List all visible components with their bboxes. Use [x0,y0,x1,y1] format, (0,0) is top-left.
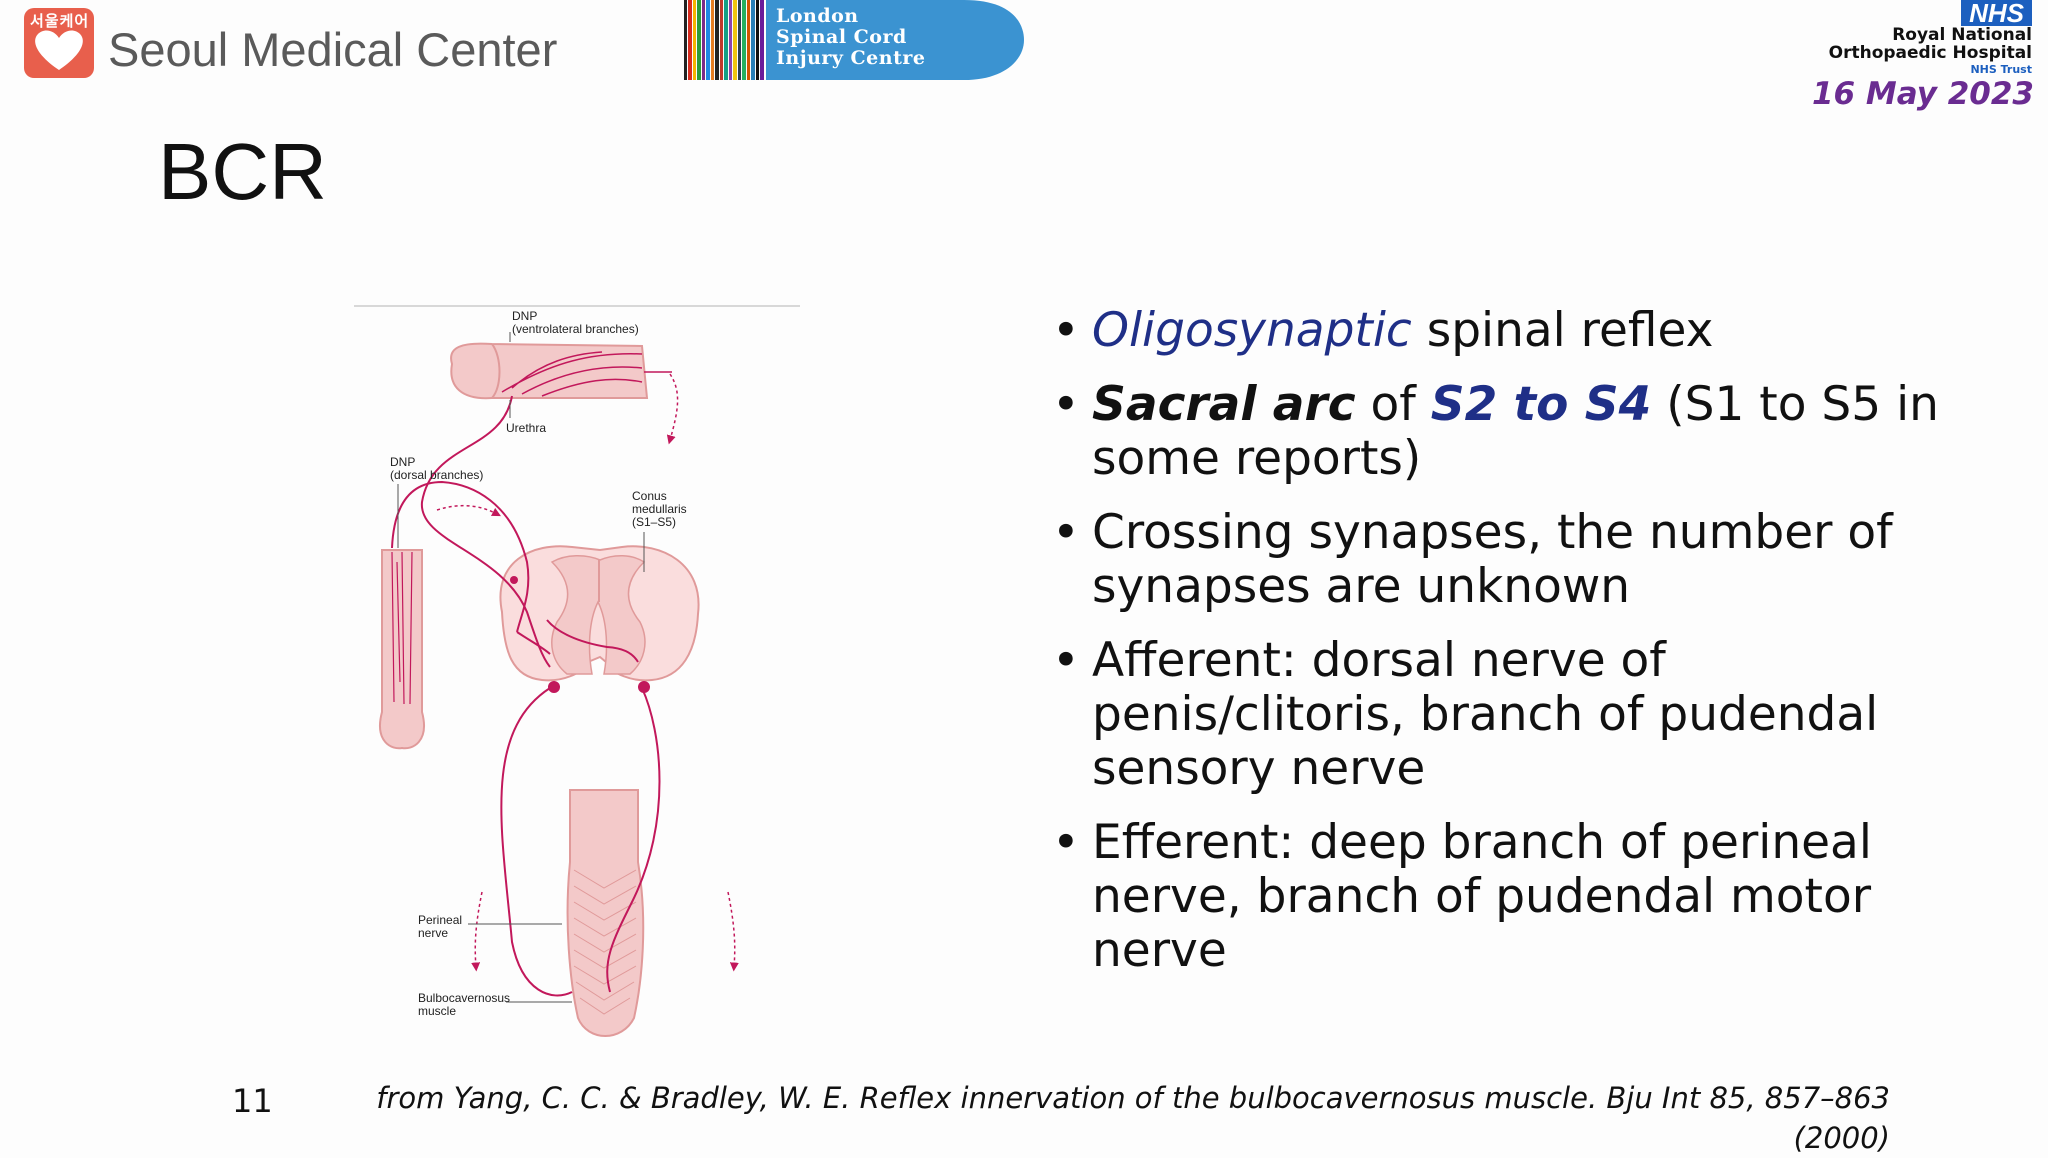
label-dnp-dorsal-sub: (dorsal branches) [390,468,483,482]
label-urethra: Urethra [506,421,546,435]
label-conus-range: (S1–S5) [632,515,676,529]
seoul-medical-center-name: Seoul Medical Center [108,23,558,76]
bulbocavernosus-muscle-illustration [566,789,645,1037]
bullet-2-segments: S2 to S4 [1430,377,1652,432]
bullet-1-italic: Oligosynaptic [1092,303,1412,358]
penis-vertical-illustration: path [379,549,425,750]
slide-title: BCR [158,127,327,216]
bullet-sacral-arc: Sacral arc of S2 to S4 (S1 to S5 in some… [1052,378,1952,486]
label-dnp-dorsal: DNP [390,455,415,469]
nhs-rnoh-logo: NHS Royal National Orthopaedic Hospital … [1732,0,2032,80]
bullet-list: Oligosynaptic spinal reflex Sacral arc o… [1052,304,1952,998]
slide-number: 11 [232,1082,273,1120]
london-spinal-cord-injury-centre-logo: London Spinal Cord Injury Centre [684,0,1024,80]
bullet-1-rest: spinal reflex [1411,303,1714,358]
seoul-medical-center-logo: 서울케어 Seoul Medical Center [24,8,624,84]
seoul-korean-label: 서울케어 [30,12,90,30]
nhs-trust-label: NHS Trust [1970,63,2032,76]
lscic-line-3: Injury Centre [776,47,926,69]
spinal-cord-cross-section [499,545,700,682]
nerve-pathways [391,395,661,997]
nhs-org-line-1: Royal National [1892,25,2032,45]
label-conus-medullaris: medullaris [632,502,687,516]
slide-date: 16 May 2023 [1811,76,2034,112]
lscic-line-2: Spinal Cord [776,26,907,48]
lscic-name: London Spinal Cord Injury Centre [776,6,925,69]
penis-horizontal-illustration [450,342,672,400]
label-perineal: Perineal [418,913,462,927]
label-bulbocavernosus-muscle: muscle [418,1004,456,1018]
heart-logo-icon [24,8,94,78]
nhs-org-line-2: Orthopaedic Hospital [1828,43,2032,63]
label-conus: Conus [632,489,667,503]
bullet-2-sacral-arc: Sacral arc [1092,377,1356,432]
bullet-2-of: of [1355,377,1431,432]
nerve-direction-arrows [436,373,739,972]
label-dnp-ventrolateral-sub: (ventrolateral branches) [512,322,639,336]
striped-logo-icon [684,0,1024,80]
label-perineal-nerve: nerve [418,926,448,940]
synapse-dots [510,576,650,693]
bullet-2-rest: (S1 to S5 in some reports) [1092,377,1939,486]
nhs-badge: NHS [1961,0,2032,26]
lscic-line-1: London [776,5,859,27]
bullet-crossing-synapses: Crossing synapses, the number of synapse… [1052,506,1952,614]
bcr-reflex-diagram: path [354,305,800,1037]
label-dnp-ventrolateral: DNP [512,309,537,323]
citation: from Yang, C. C. & Bradley, W. E. Reflex… [376,1081,1890,1155]
bullet-oligosynaptic: Oligosynaptic spinal reflex [1052,303,1952,359]
label-bulbocavernosus: Bulbocavernosus [418,991,510,1005]
bullet-efferent: Efferent: deep branch of perineal nerve,… [1052,816,1952,978]
bullet-afferent: Afferent: dorsal nerve of penis/clitoris… [1052,634,1952,796]
